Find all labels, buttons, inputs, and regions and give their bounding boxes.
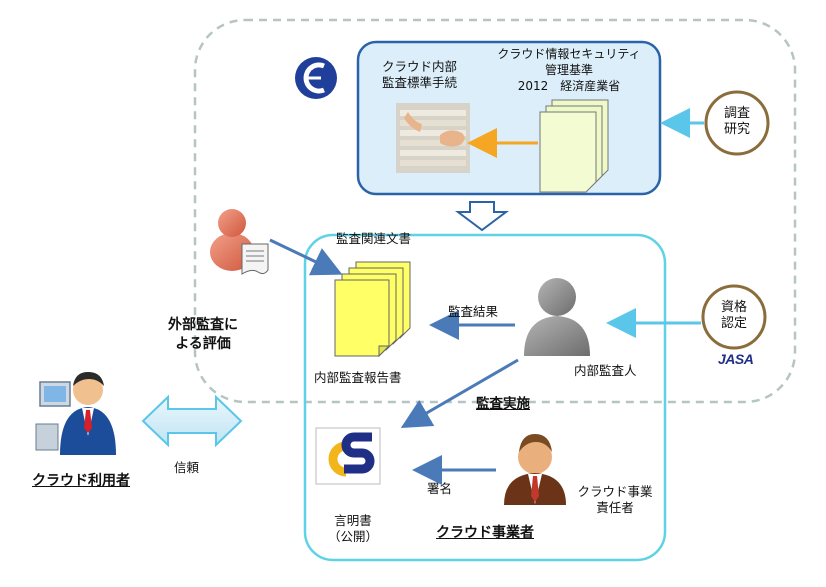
external-evaluation-label: 外部監査に よる評価 (168, 317, 238, 352)
audit-implementation-arrow (400, 358, 519, 429)
audit-docs-label: 監査関連文書 (336, 231, 412, 246)
cs-logo-top-icon (295, 57, 337, 99)
research-badge (704, 90, 770, 156)
signature-label: 署名 (427, 481, 453, 496)
statement-label: 言明書 （公開） (327, 513, 378, 544)
standard-documents-icon (539, 99, 609, 193)
standards-down-arrow (455, 201, 509, 232)
internal-auditor-label: 内部監査人 (574, 363, 637, 378)
jasa-logo: JASA (718, 351, 754, 367)
trust-label: 信頼 (174, 460, 200, 475)
business-manager-label: クラウド事業 責任者 (577, 484, 653, 515)
cloud-user-icon (35, 372, 116, 455)
cloud-user-label: クラウド利用者 (32, 473, 130, 489)
internal-report-label: 内部監査報告書 (314, 370, 402, 385)
cs-statement-logo-icon (315, 427, 381, 485)
standard-label: クラウド情報セキュリティ 管理基準 2012 経済産業省 (497, 47, 641, 93)
audit-result-label: 監査結果 (448, 304, 499, 319)
cloud-provider-label: クラウド事業者 (436, 525, 534, 541)
procedure-photo-icon (396, 103, 470, 173)
internal-auditor-icon (524, 278, 590, 356)
cloud-provider-box (303, 233, 667, 562)
certification-badge-label: 資格 認定 (720, 300, 747, 331)
audit-implementation-label: 監査実施 (476, 396, 530, 412)
business-manager-icon (504, 434, 566, 505)
certification-badge (701, 284, 767, 350)
external-auditor-icon (210, 209, 269, 275)
external-to-docs-arrow (269, 238, 343, 276)
procedure-label: クラウド内部 監査標準手続 (382, 59, 458, 90)
trust-double-arrow (141, 394, 243, 448)
audit-scope-dashed-region (193, 18, 797, 404)
internal-report-documents-icon (334, 261, 411, 358)
research-badge-label: 調査 研究 (723, 106, 750, 137)
